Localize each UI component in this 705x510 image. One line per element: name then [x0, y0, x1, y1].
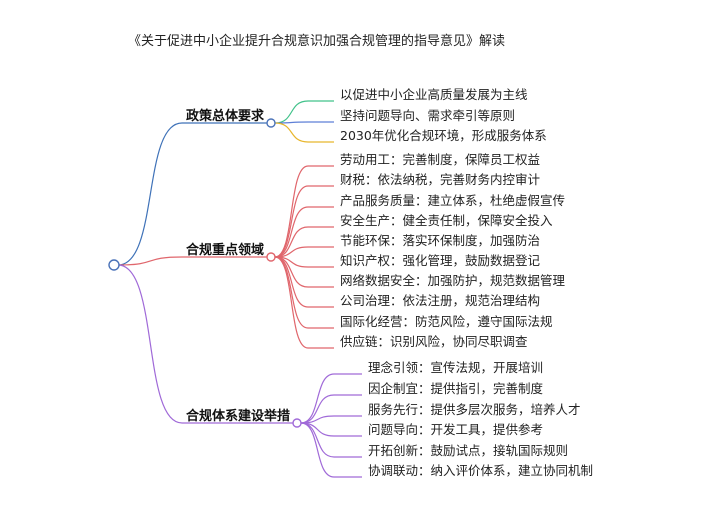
leaf-connector-1-0 — [274, 165, 334, 258]
branch-label-system-building-measures: 合规体系建设举措 — [186, 409, 291, 424]
leaf-area-governance: 公司治理：依法注册，规范治理结构 — [340, 293, 541, 308]
leaf-measure-service: 服务先行：提供多层次服务，培养人才 — [368, 402, 581, 417]
leaf-connector-1-4 — [274, 246, 334, 258]
leaf-connector-1-3 — [274, 226, 334, 258]
branch-node-2 — [292, 418, 302, 428]
leaf-connector-1-8 — [274, 256, 334, 329]
leaf-connector-1-2 — [274, 206, 334, 258]
branch-label-policy-requirements: 政策总体要求 — [186, 109, 265, 124]
leaf-area-tax: 财税：依法纳税，完善财务内控审计 — [340, 172, 541, 187]
branch-label-key-compliance-areas: 合规重点领域 — [186, 243, 265, 258]
leaf-connector-1-9 — [274, 256, 334, 349]
leaf-measure-tailored: 因企制宜：提供指引，完善制度 — [368, 381, 544, 396]
branch-node-1 — [266, 252, 276, 262]
branch-connector-2 — [117, 264, 293, 424]
leaf-measure-problem: 问题导向：开发工具，提供参考 — [368, 422, 544, 437]
leaf-connector-0-2 — [274, 122, 334, 143]
leaf-connector-2-5 — [300, 422, 362, 478]
leaf-measure-coordination: 协调联动：纳入评价体系，建立协同机制 — [368, 463, 594, 478]
leaf-connector-2-1 — [300, 394, 362, 424]
leaf-area-labor: 劳动用工：完善制度，保障员工权益 — [340, 152, 541, 167]
leaf-policy-3: 2030年优化合规环境，形成服务体系 — [340, 128, 547, 143]
leaf-measure-innovation: 开拓创新：鼓励试点，接轨国际规则 — [368, 443, 569, 458]
leaf-connector-2-2 — [300, 415, 362, 424]
leaf-area-ip: 知识产权：强化管理，鼓励数据登记 — [340, 253, 541, 268]
leaf-connector-0-1 — [274, 121, 334, 124]
leaf-policy-2: 坚持问题导向、需求牵引等原则 — [340, 108, 516, 123]
branch-node-0 — [266, 118, 276, 128]
leaf-area-network-data: 网络数据安全：加强防护，规范数据管理 — [340, 273, 566, 288]
page-title: 《关于促进中小企业提升合规意识加强合规管理的指导意见》解读 — [128, 34, 506, 49]
leaf-area-environment: 节能环保：落实环保制度，加强防治 — [340, 233, 541, 248]
branch-connector-0 — [117, 122, 267, 266]
root-node — [108, 259, 120, 271]
leaf-area-safety: 安全生产：健全责任制，保障安全投入 — [340, 213, 553, 228]
leaf-connector-1-1 — [274, 185, 334, 258]
branch-connector-1 — [117, 256, 267, 266]
leaf-area-international: 国际化经营：防范风险，遵守国际法规 — [340, 314, 553, 329]
leaf-area-supply-chain: 供应链：识别风险，协同尽职调查 — [340, 334, 528, 349]
leaf-connector-0-0 — [274, 100, 334, 124]
leaf-policy-1: 以促进中小企业高质量发展为主线 — [340, 87, 528, 102]
leaf-measure-concept: 理念引领：宣传法规，开展培训 — [368, 360, 544, 375]
leaf-area-product-quality: 产品服务质量：建立体系，杜绝虚假宣传 — [340, 193, 566, 208]
leaf-connector-2-0 — [300, 373, 362, 424]
